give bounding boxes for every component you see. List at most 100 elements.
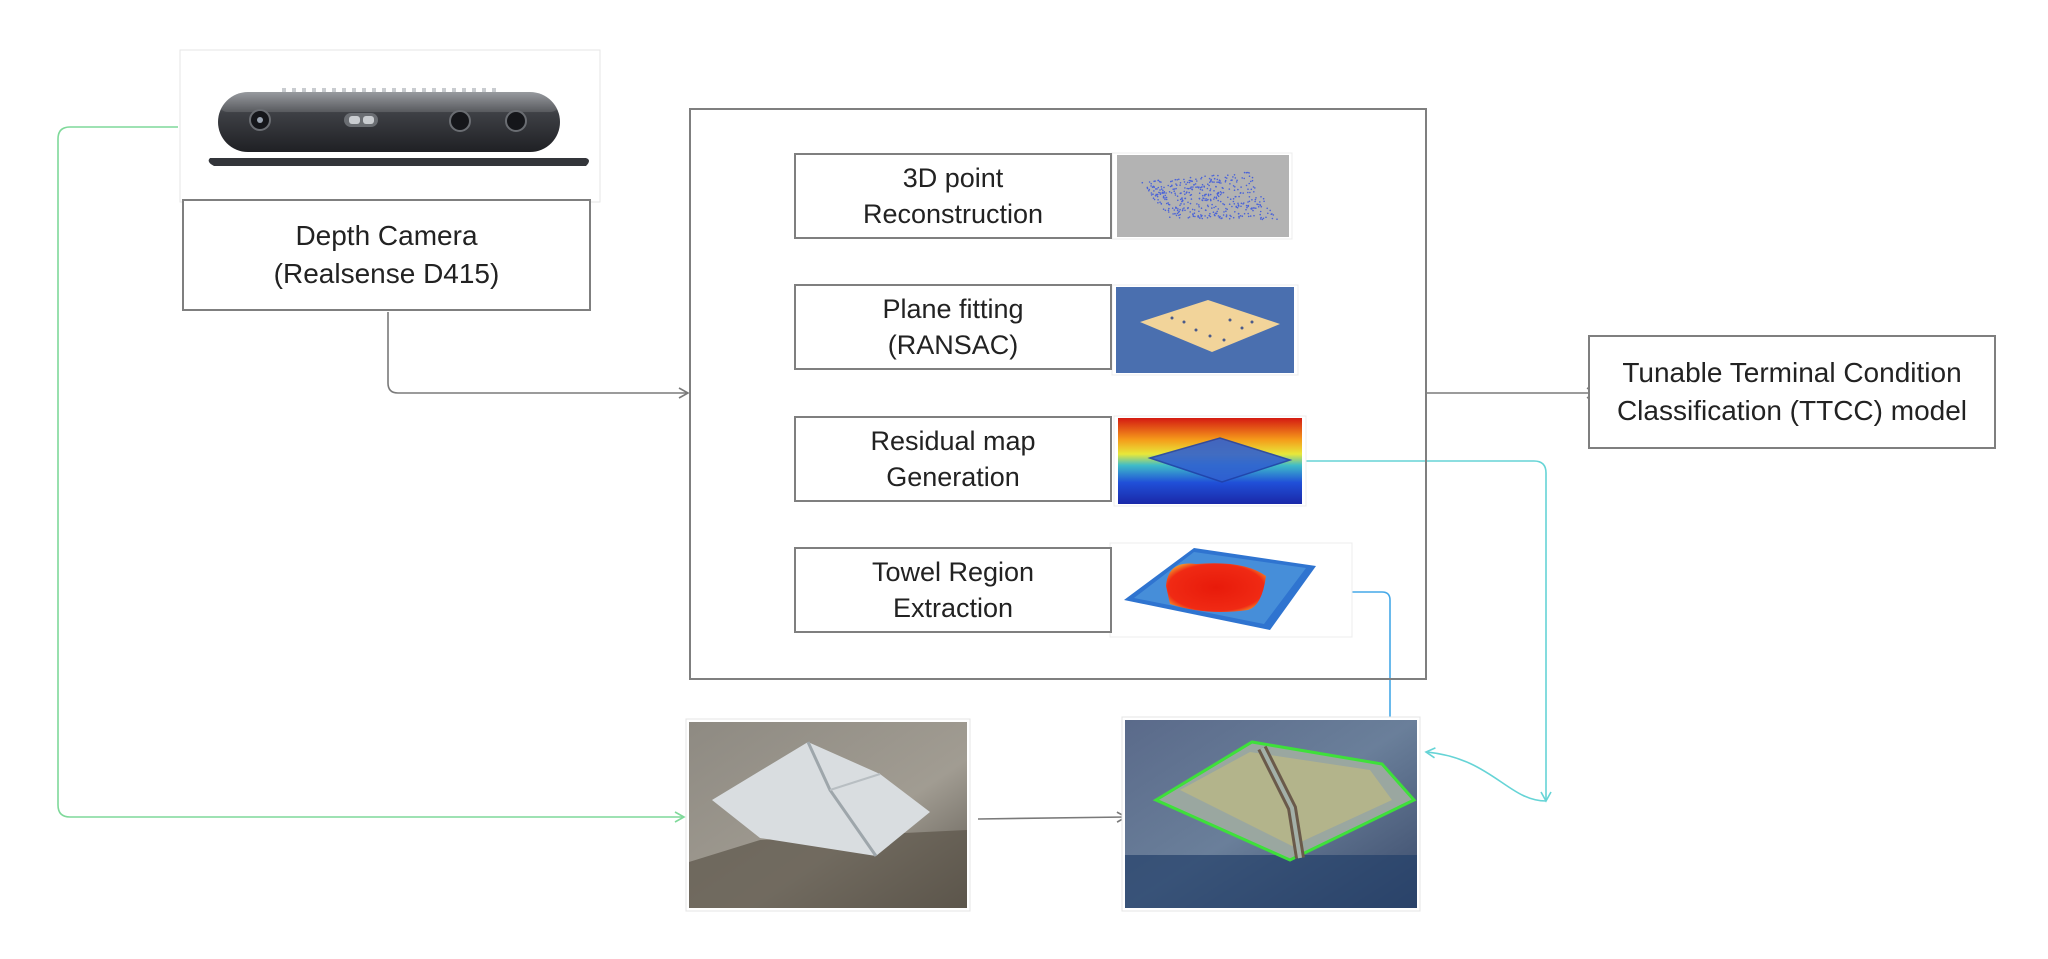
point-cloud-dot — [1201, 214, 1203, 217]
pipeline-step-residual-map: Residual map Generation — [794, 416, 1112, 502]
point-cloud-dot — [1208, 214, 1210, 217]
point-cloud-dot — [1254, 200, 1256, 203]
arrow-towel-region-to-overlay — [1350, 591, 1396, 792]
point-cloud-dot — [1240, 202, 1243, 205]
pipeline-step-plane-fitting: Plane fitting (RANSAC) — [794, 284, 1112, 370]
point-cloud-dot — [1177, 199, 1179, 202]
point-cloud-dot — [1198, 197, 1201, 200]
point-cloud-dot — [1180, 192, 1182, 194]
point-cloud-dot — [1260, 216, 1262, 219]
point-cloud-dot — [1173, 190, 1175, 192]
arrow-camera-to-pipeline — [387, 312, 690, 399]
point-cloud-dot — [1163, 186, 1165, 189]
point-cloud-dot — [1232, 198, 1235, 200]
point-cloud-dot — [1201, 217, 1204, 220]
point-cloud-dot — [1261, 218, 1264, 221]
point-cloud-dot — [1179, 184, 1181, 186]
point-cloud-dot — [1212, 174, 1215, 177]
point-cloud-dot — [1207, 183, 1209, 185]
point-cloud-dot — [1226, 208, 1228, 211]
point-cloud-dot — [1173, 188, 1176, 190]
point-cloud-dot — [1176, 195, 1179, 197]
point-cloud-dot — [1160, 203, 1163, 205]
depth-camera-image — [179, 49, 601, 203]
point-cloud-dot — [1228, 203, 1231, 205]
point-cloud-dot — [1179, 182, 1182, 184]
point-cloud-dot — [1213, 181, 1215, 183]
point-cloud-dot — [1228, 188, 1231, 190]
point-cloud-dot — [1202, 197, 1204, 199]
point-cloud-dot — [1218, 181, 1221, 184]
point-cloud-dot — [1204, 209, 1207, 211]
point-cloud-dot — [1251, 179, 1254, 182]
point-cloud-dot — [1178, 217, 1181, 219]
point-cloud-dot — [1188, 191, 1190, 194]
point-cloud-dot — [1235, 206, 1238, 208]
point-cloud-dot — [1148, 181, 1151, 183]
point-cloud-dot — [1229, 183, 1231, 185]
point-cloud-dot — [1209, 215, 1212, 218]
point-cloud-dot — [1265, 216, 1267, 219]
point-cloud-dot — [1197, 215, 1199, 217]
model-label: Tunable Terminal Condition Classificatio… — [1616, 357, 1968, 426]
point-cloud-dot — [1197, 216, 1200, 218]
point-cloud-dot — [1189, 202, 1192, 205]
point-cloud-dot — [1255, 207, 1257, 209]
point-cloud-dot — [1219, 200, 1222, 203]
point-cloud-dot — [1211, 207, 1213, 209]
point-cloud-dot — [1254, 198, 1257, 201]
point-cloud-dot — [1172, 213, 1174, 215]
point-cloud-dot — [1201, 199, 1203, 201]
point-cloud-dot — [1216, 178, 1219, 181]
point-cloud-dot — [1219, 193, 1222, 196]
point-cloud-dot — [1209, 193, 1212, 196]
point-cloud-dot — [1195, 178, 1197, 180]
point-cloud-dot — [1245, 184, 1248, 187]
point-cloud-dot — [1158, 191, 1160, 194]
pipeline-step-towel-region: Towel Region Extraction — [794, 547, 1112, 633]
point-cloud-dot — [1198, 204, 1200, 206]
residual-heatmap-icon — [1113, 415, 1307, 507]
point-cloud-dot — [1168, 207, 1170, 210]
point-cloud-dot — [1165, 192, 1167, 194]
point-cloud-dot — [1154, 195, 1157, 197]
point-cloud-dot — [1199, 188, 1202, 191]
point-cloud-dot — [1170, 192, 1173, 194]
point-cloud-dot — [1171, 184, 1173, 187]
point-cloud-dot — [1207, 194, 1210, 197]
point-cloud-dot — [1259, 218, 1262, 220]
point-cloud-dot — [1232, 176, 1234, 178]
point-cloud-dot — [1171, 180, 1173, 182]
point-cloud-dot — [1210, 199, 1212, 202]
point-cloud-dot — [1247, 191, 1249, 194]
point-cloud-dot — [1212, 211, 1215, 213]
point-cloud-dot — [1197, 187, 1200, 189]
point-cloud-dot — [1188, 181, 1191, 184]
point-cloud-dot — [1252, 209, 1254, 212]
point-cloud-dot — [1222, 187, 1224, 190]
point-cloud-dot — [1179, 198, 1182, 201]
point-cloud-dot — [1159, 189, 1161, 191]
point-cloud-dot — [1236, 179, 1238, 182]
point-cloud-dot — [1234, 177, 1237, 179]
point-cloud-dot — [1213, 190, 1215, 192]
step-label: 3D point Reconstruction — [862, 162, 1044, 229]
point-cloud-dot — [1183, 178, 1185, 181]
point-cloud-dot — [1157, 202, 1159, 204]
point-cloud-dot — [1256, 203, 1258, 205]
point-cloud-dot — [1198, 192, 1201, 194]
point-cloud-dot — [1216, 210, 1218, 213]
point-cloud-dot — [1238, 195, 1240, 198]
point-cloud-dot — [1250, 180, 1252, 183]
point-cloud-dot — [1241, 215, 1244, 217]
point-cloud-icon — [1111, 152, 1293, 240]
point-cloud-dot — [1213, 177, 1216, 180]
point-cloud-dot — [1190, 198, 1193, 200]
point-cloud-dot — [1176, 212, 1179, 215]
point-cloud-dot — [1235, 181, 1238, 183]
point-cloud-dot — [1189, 176, 1192, 179]
point-cloud-dot — [1186, 181, 1189, 184]
point-cloud-dot — [1206, 217, 1209, 219]
point-cloud-dot — [1155, 188, 1157, 190]
point-cloud-dot — [1181, 209, 1184, 212]
